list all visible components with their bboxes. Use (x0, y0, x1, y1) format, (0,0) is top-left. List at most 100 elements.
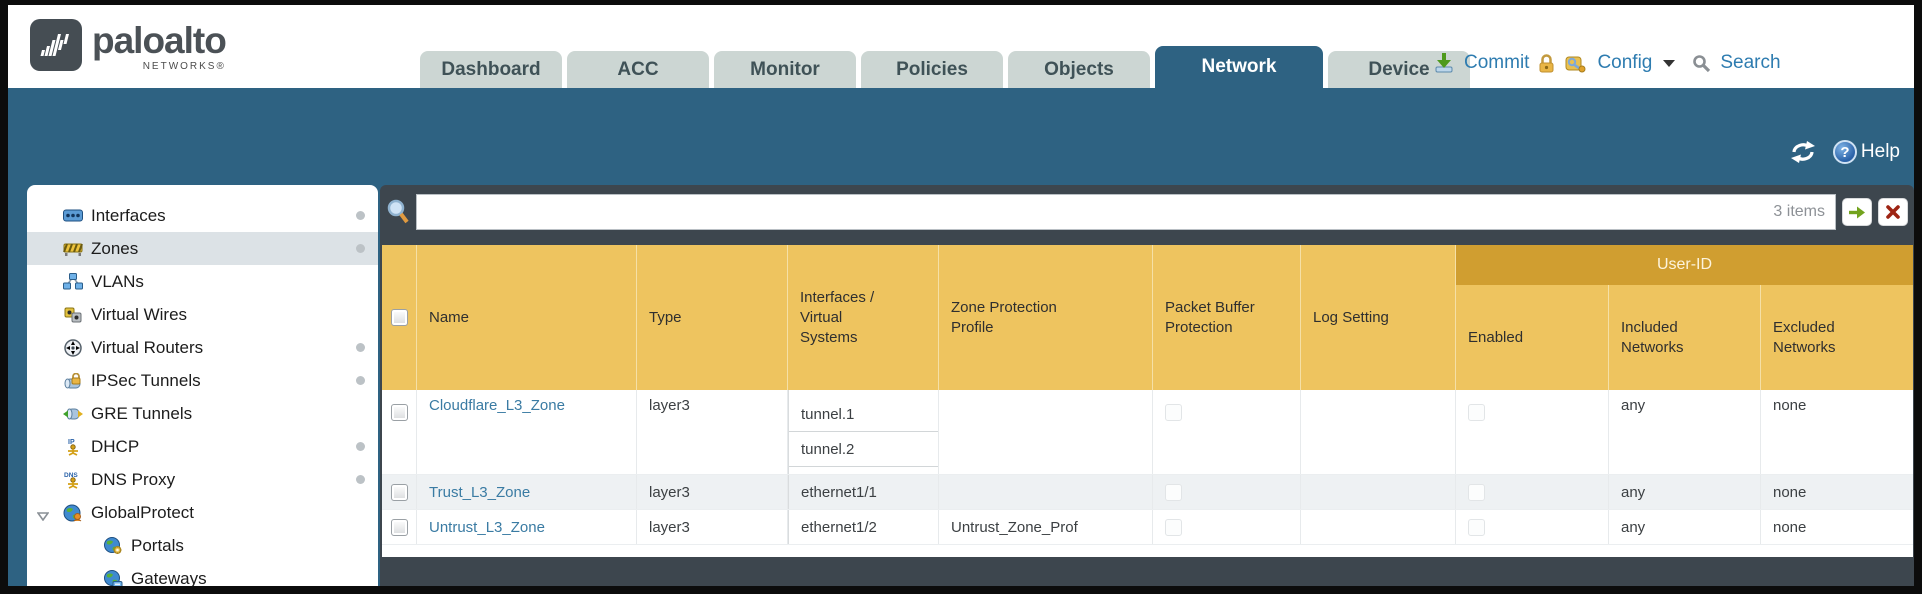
table-row[interactable]: Cloudflare_L3_Zone layer3 tunnel.1 tunne… (382, 390, 1913, 475)
zone-name-link[interactable]: Cloudflare_L3_Zone (429, 397, 565, 414)
commit-link[interactable]: Commit (1464, 52, 1530, 73)
sidebar-item-vlans[interactable]: VLANs (27, 265, 378, 298)
apply-filter-button[interactable] (1842, 198, 1872, 226)
select-all-cell (382, 245, 417, 390)
tab-monitor[interactable]: Monitor (714, 51, 856, 88)
sidebar-item-zones[interactable]: Zones (27, 232, 378, 265)
refresh-icon[interactable] (1789, 140, 1817, 164)
tab-objects[interactable]: Objects (1008, 51, 1150, 88)
sidebar-item-dns-proxy[interactable]: DNS DNS Proxy (27, 463, 378, 496)
clear-filter-button[interactable] (1878, 198, 1908, 226)
log-setting (1301, 390, 1456, 474)
status-dot (356, 244, 365, 253)
select-all-checkbox[interactable] (390, 309, 408, 326)
packet-buffer-checkbox[interactable] (1165, 518, 1182, 536)
gre-tunnels-icon (63, 404, 83, 424)
waveform-icon (40, 34, 70, 56)
excluded-networks: none (1773, 483, 1807, 501)
column-header-included-networks[interactable]: Included Networks (1609, 245, 1761, 390)
sidebar-item-portals[interactable]: Portals (27, 529, 378, 562)
paloalto-logo: paloalto NETWORKS® (30, 19, 227, 72)
column-header-log-setting[interactable]: Log Setting (1301, 245, 1456, 390)
excluded-networks: none (1773, 518, 1807, 536)
sidebar-item-virtual-routers[interactable]: Virtual Routers (27, 331, 378, 364)
sidebar-item-label: Portals (131, 535, 184, 555)
log-setting (1301, 475, 1456, 509)
interfaces-icon (63, 206, 83, 226)
sidebar-item-dhcp[interactable]: IP DHCP (27, 430, 378, 463)
sidebar-item-label: IPSec Tunnels (91, 370, 201, 390)
main-nav-tabs: Dashboard ACC Monitor Policies Objects N… (420, 46, 1470, 88)
tab-policies[interactable]: Policies (861, 51, 1003, 88)
sidebar-item-label: VLANs (91, 271, 144, 291)
column-header-packet-buffer-protection[interactable]: Packet Buffer Protection (1153, 245, 1301, 390)
header-actions: Commit Config Search (1433, 52, 1781, 74)
paloalto-logo-icon (30, 19, 82, 71)
sidebar-item-label: Virtual Wires (91, 304, 188, 324)
portals-icon (103, 536, 123, 556)
expander-icon[interactable] (36, 506, 50, 526)
zone-interfaces: tunnel.1 tunnel.2 (788, 390, 939, 474)
row-checkbox[interactable] (390, 483, 408, 501)
column-header-zone-protection-profile[interactable]: Zone Protection Profile (939, 245, 1153, 390)
zone-name-link[interactable]: Trust_L3_Zone (429, 483, 531, 501)
user-id-group-header: User-ID (1456, 245, 1913, 285)
status-dot (356, 475, 365, 484)
brand-subtitle: NETWORKS® (142, 61, 226, 72)
column-header-type[interactable]: Type (637, 245, 788, 390)
row-checkbox[interactable] (390, 518, 408, 536)
sidebar-item-ipsec-tunnels[interactable]: IPSec Tunnels (27, 364, 378, 397)
sidebar-item-globalprotect[interactable]: GlobalProtect (27, 496, 378, 529)
column-header-name[interactable]: Name (417, 245, 637, 390)
help-button[interactable]: ? Help (1832, 140, 1900, 164)
search-link[interactable]: Search (1720, 52, 1781, 73)
config-caret-icon[interactable] (1663, 59, 1676, 67)
status-dot (356, 376, 365, 385)
virtual-wires-icon (63, 305, 83, 325)
column-header-excluded-networks[interactable]: Excluded Networks (1773, 318, 1836, 356)
virtual-routers-icon (63, 338, 83, 358)
sidebar-item-gateways[interactable]: Gateways (27, 562, 378, 586)
tab-acc[interactable]: ACC (567, 51, 709, 88)
filter-bar: 3 items (380, 185, 1914, 231)
zones-icon (63, 239, 83, 259)
config-icon (1565, 56, 1586, 72)
table-row[interactable]: Trust_L3_Zone layer3 ethernet1/1 any non… (382, 475, 1913, 510)
sidebar-item-label: Gateways (131, 568, 207, 587)
sidebar-item-gre-tunnels[interactable]: GRE Tunnels (27, 397, 378, 430)
config-link[interactable]: Config (1597, 52, 1653, 73)
status-dot (356, 343, 365, 352)
packet-buffer-checkbox[interactable] (1165, 404, 1182, 421)
green-arrow-icon (1849, 206, 1865, 218)
main-panel: 3 items User-ID (380, 185, 1914, 586)
zone-name-link[interactable]: Untrust_L3_Zone (429, 518, 545, 536)
help-label: Help (1860, 141, 1900, 162)
user-id-enabled-checkbox[interactable] (1468, 518, 1485, 536)
filter-search-icon (387, 199, 409, 224)
user-id-enabled-checkbox[interactable] (1468, 404, 1485, 421)
interface-entry: ethernet1/2 (801, 519, 877, 536)
left-margin-strip (8, 185, 27, 586)
filter-input[interactable] (427, 203, 1766, 221)
tab-dashboard[interactable]: Dashboard (420, 51, 562, 88)
sidebar-item-virtual-wires[interactable]: Virtual Wires (27, 298, 378, 331)
search-icon (1693, 54, 1711, 72)
column-header-interfaces[interactable]: Interfaces / Virtual Systems (788, 245, 939, 390)
sidebar-item-interfaces[interactable]: Interfaces (27, 199, 378, 232)
zone-interfaces: ethernet1/1 (788, 475, 939, 509)
column-header-enabled[interactable]: Enabled (1456, 245, 1609, 390)
packet-buffer-checkbox[interactable] (1165, 483, 1182, 501)
sidebar-item-label: Interfaces (91, 205, 166, 225)
table-row[interactable]: Untrust_L3_Zone layer3 ethernet1/2 Untru… (382, 510, 1913, 545)
lock-icon[interactable] (1538, 53, 1555, 74)
vlans-icon (63, 272, 83, 292)
tab-network[interactable]: Network (1155, 46, 1323, 88)
svg-text:DNS: DNS (64, 472, 78, 479)
status-dot (356, 442, 365, 451)
close-icon (1886, 205, 1900, 219)
row-checkbox[interactable] (390, 404, 408, 421)
sidebar-item-label: DHCP (91, 436, 140, 456)
sidebar-item-label: GRE Tunnels (91, 403, 193, 423)
user-id-enabled-checkbox[interactable] (1468, 483, 1485, 501)
zone-interfaces: ethernet1/2 (788, 510, 939, 544)
